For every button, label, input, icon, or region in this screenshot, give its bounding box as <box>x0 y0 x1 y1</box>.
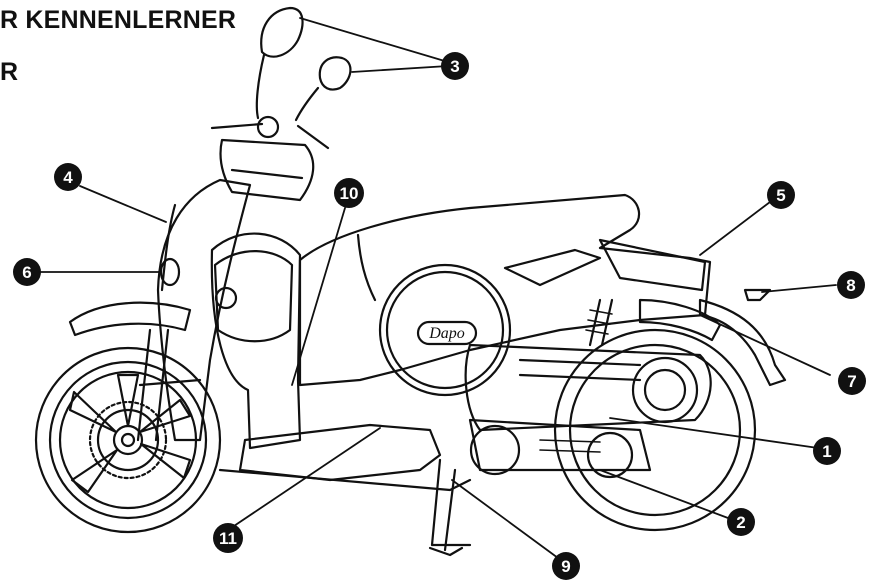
callout-2: 2 <box>727 508 755 536</box>
headlight <box>159 257 181 287</box>
callout-9-label: 9 <box>561 557 570 576</box>
callout-11: 11 <box>213 523 243 553</box>
rear-shock <box>588 298 614 347</box>
rear-mudguard <box>698 298 787 387</box>
callout-1: 1 <box>813 437 841 465</box>
callout-8-label: 8 <box>846 276 855 295</box>
brand-logo: Dapo <box>428 325 465 342</box>
callout-7-label: 7 <box>847 372 856 391</box>
mirror-left <box>260 6 304 58</box>
callout-4-label: 4 <box>63 168 73 187</box>
tail-light <box>598 238 707 292</box>
callout-2-label: 2 <box>736 513 745 532</box>
mirror-right <box>318 56 352 91</box>
scooter-drawing <box>34 6 837 559</box>
callout-5-label: 5 <box>776 186 785 205</box>
handlebar <box>210 122 330 150</box>
callout-1-label: 1 <box>822 442 831 461</box>
side-cover <box>378 263 512 397</box>
front-fork <box>136 328 202 442</box>
page-heading: R KENNENLERNER <box>0 6 237 34</box>
floorboard <box>238 423 442 482</box>
center-stand <box>430 458 472 552</box>
handlebar-cover <box>219 138 315 202</box>
callout-8: 8 <box>837 271 865 299</box>
exhaust <box>638 298 722 342</box>
front-wheel <box>34 346 222 534</box>
callout-7: 7 <box>838 367 866 395</box>
callout-5: 5 <box>767 181 795 209</box>
inner-leg-shield <box>210 232 302 450</box>
callout-11-label: 11 <box>219 529 237 548</box>
callout-6: 6 <box>13 258 41 286</box>
callout-6-label: 6 <box>22 263 31 282</box>
callout-10: 10 <box>334 178 364 208</box>
plate-holder <box>743 288 772 302</box>
leader-lines <box>39 17 837 559</box>
callout-10-label: 10 <box>340 184 359 203</box>
front-body <box>156 178 252 442</box>
callout-4: 4 <box>54 163 82 191</box>
page-subheading: R <box>0 58 19 86</box>
rear-wheel <box>553 328 757 532</box>
callout-9: 9 <box>552 552 580 580</box>
callout-3-label: 3 <box>450 57 459 76</box>
rear-body <box>298 193 712 387</box>
callout-3: 3 <box>441 52 469 80</box>
engine <box>464 343 712 432</box>
front-mudguard <box>68 301 192 337</box>
